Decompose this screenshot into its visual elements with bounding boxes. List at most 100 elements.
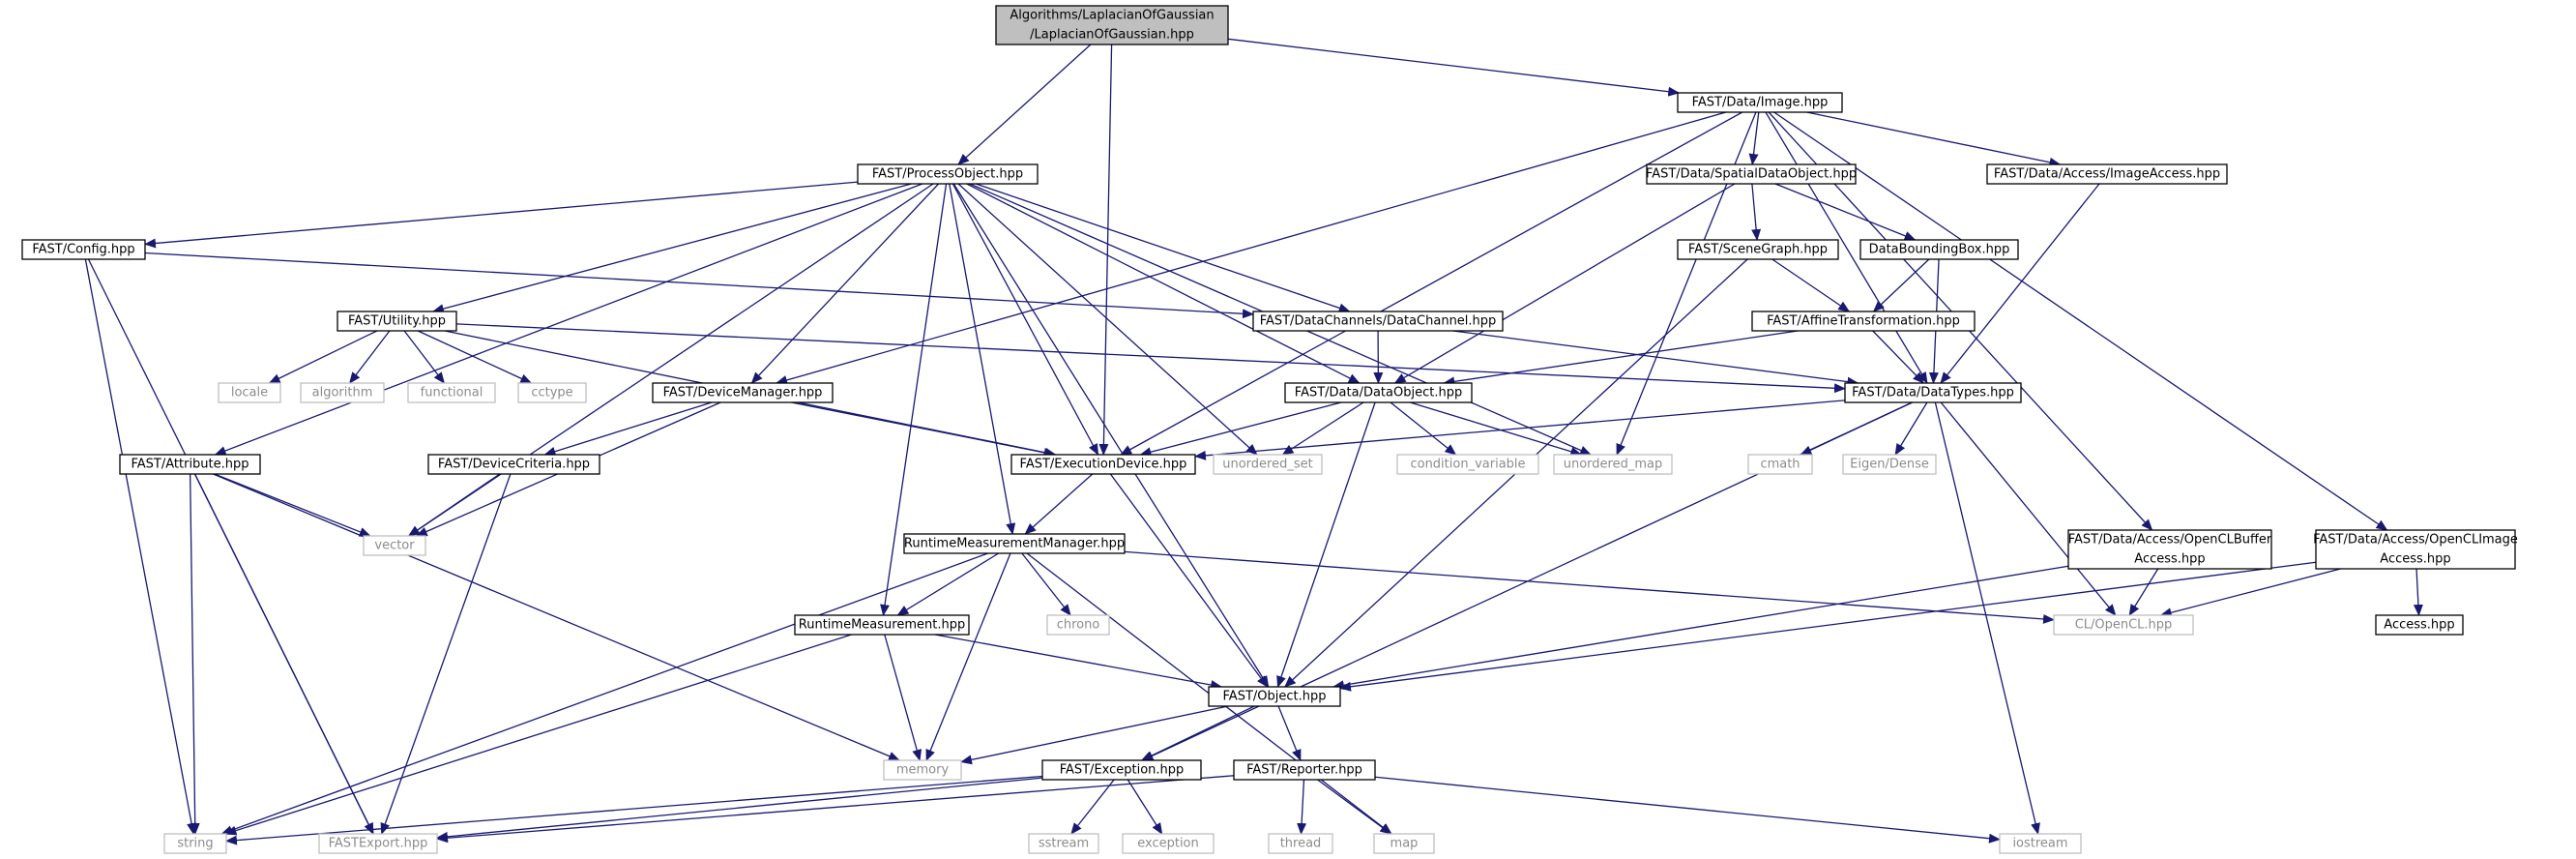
node-root[interactable]: Algorithms/LaplacianOfGaussian/Laplacian… xyxy=(995,5,1229,45)
edge-processobject-to-unordered_set xyxy=(957,183,1258,456)
node-locale: locale xyxy=(218,382,281,403)
node-box-thread xyxy=(1268,833,1333,854)
edge-processobject-to-devicemanager xyxy=(750,183,940,384)
edge-processobject-to-object xyxy=(952,183,1270,688)
node-box-vector xyxy=(363,535,426,556)
node-databoundingbox[interactable]: DataBoundingBox.hpp xyxy=(1859,239,2019,260)
node-unordered_map: unordered_map xyxy=(1553,454,1673,475)
node-access[interactable]: Access.hpp xyxy=(2375,614,2464,636)
node-box-attribute xyxy=(119,454,261,475)
edge-exception-to-string xyxy=(225,775,1043,845)
node-object[interactable]: FAST/Object.hpp xyxy=(1208,686,1341,707)
node-processobject[interactable]: FAST/ProcessObject.hpp xyxy=(857,163,1039,185)
edge-image-to-unordered_map xyxy=(1616,111,1757,456)
node-exception[interactable]: FAST/Exception.hpp xyxy=(1041,759,1202,781)
node-label-openclbuffer-line-1: FAST/Data/Access/OpenCLBuffer xyxy=(2068,533,2272,548)
node-box-executiondevice xyxy=(1010,454,1196,475)
edge-processobject-to-utility xyxy=(432,183,912,313)
edge-datatypes-to-executiondevice xyxy=(1194,400,1846,460)
node-spatialdataobject[interactable]: FAST/Data/SpatialDataObject.hpp xyxy=(1646,163,1857,185)
node-label-runtimemeasurement: RuntimeMeasurement.hpp xyxy=(799,618,965,633)
node-box-runtimemanager xyxy=(903,533,1126,554)
edge-imageaccess-to-datatypes xyxy=(1940,183,2100,384)
node-devicecriteria[interactable]: FAST/DeviceCriteria.hpp xyxy=(427,454,600,475)
edge-runtimemeasurement-to-string xyxy=(224,634,852,836)
node-datatypes[interactable]: FAST/Data/DataTypes.hpp xyxy=(1844,382,2022,403)
node-box-cmath xyxy=(1747,454,1813,475)
node-label-memory: memory xyxy=(896,763,950,778)
node-box-map xyxy=(1373,833,1435,854)
edge-runtimemanager-to-runtimemeasurement xyxy=(896,552,1000,616)
node-datachannel[interactable]: FAST/DataChannels/DataChannel.hpp xyxy=(1252,311,1504,332)
edge-datatypes-to-iostream xyxy=(1934,401,2040,835)
edge-root-to-image xyxy=(1227,38,1681,97)
edge-layer xyxy=(84,38,2423,845)
edge-openclbuffer-to-opencl xyxy=(2128,568,2159,616)
node-label-string: string xyxy=(177,837,213,851)
node-runtimemeasurement[interactable]: RuntimeMeasurement.hpp xyxy=(794,614,970,636)
edge-devicecriteria-to-fastexport xyxy=(380,473,512,835)
node-box-unordered_set xyxy=(1213,454,1323,475)
edge-executiondevice-to-runtimemanager xyxy=(1024,473,1094,535)
node-reporter[interactable]: FAST/Reporter.hpp xyxy=(1233,759,1376,781)
node-box-devicemanager xyxy=(652,382,834,403)
edge-object-to-exception xyxy=(1140,705,1255,761)
node-label-root-line-1: Algorithms/LaplacianOfGaussian xyxy=(1010,9,1214,23)
node-algorithm: algorithm xyxy=(300,382,385,403)
node-affine[interactable]: FAST/AffineTransformation.hpp xyxy=(1751,311,1976,332)
node-cmath: cmath xyxy=(1747,454,1813,475)
node-config[interactable]: FAST/Config.hpp xyxy=(21,239,146,260)
node-box-reporter xyxy=(1233,759,1376,781)
node-label-devicecriteria: FAST/DeviceCriteria.hpp xyxy=(438,458,590,472)
node-devicemanager[interactable]: FAST/DeviceManager.hpp xyxy=(652,382,834,403)
node-memory: memory xyxy=(883,759,962,781)
node-eigen: Eigen/Dense xyxy=(1842,454,1937,475)
node-opencl: CL/OpenCL.hpp xyxy=(2053,614,2194,636)
edge-root-to-processobject xyxy=(957,44,1092,165)
node-sstream: sstream xyxy=(1028,833,1099,854)
edge-exception-to-exception_std xyxy=(1127,779,1163,835)
node-utility[interactable]: FAST/Utility.hpp xyxy=(337,311,457,332)
node-dataobject[interactable]: FAST/Data/DataObject.hpp xyxy=(1284,382,1473,403)
node-label-iostream: iostream xyxy=(2012,837,2067,851)
node-box-databoundingbox xyxy=(1859,239,2019,260)
edge-dataobject-to-object xyxy=(1276,401,1376,688)
edge-runtimemanager-to-chrono xyxy=(1021,552,1071,616)
node-box-affine xyxy=(1751,311,1976,332)
edge-devicemanager-to-executiondevice xyxy=(791,401,1056,458)
node-box-image xyxy=(1677,92,1843,113)
node-box-sstream xyxy=(1028,833,1099,854)
edge-databoundingbox-to-affine xyxy=(1872,258,1930,312)
edge-executiondevice-to-object xyxy=(1109,473,1269,688)
edge-spatialdataobject-to-databoundingbox xyxy=(1774,183,1917,241)
node-label-utility: FAST/Utility.hpp xyxy=(348,314,446,329)
node-box-access xyxy=(2375,614,2464,636)
edge-processobject-to-attribute xyxy=(214,183,923,456)
node-label-fastexport: FASTExport.hpp xyxy=(329,837,428,851)
edge-processobject-to-vector xyxy=(408,183,934,537)
node-label-runtimemanager: RuntimeMeasurementManager.hpp xyxy=(904,537,1125,551)
node-iostream: iostream xyxy=(1999,833,2082,854)
node-attribute[interactable]: FAST/Attribute.hpp xyxy=(119,454,261,475)
edge-dataobject-to-unordered_map xyxy=(1410,401,1583,457)
edge-dataobject-to-condition_variable xyxy=(1390,401,1457,456)
node-image[interactable]: FAST/Data/Image.hpp xyxy=(1677,92,1843,113)
node-box-functional xyxy=(407,382,496,403)
node-cctype: cctype xyxy=(517,382,587,403)
node-label-dataobject: FAST/Data/DataObject.hpp xyxy=(1295,386,1462,400)
node-box-string xyxy=(163,833,227,854)
node-label-cmath: cmath xyxy=(1760,458,1800,472)
node-box-unordered_map xyxy=(1553,454,1673,475)
node-label-sstream: sstream xyxy=(1039,837,1089,851)
node-box-fastexport xyxy=(318,833,438,854)
node-fastexport: FASTExport.hpp xyxy=(318,833,438,854)
node-runtimemanager[interactable]: RuntimeMeasurementManager.hpp xyxy=(903,533,1126,554)
edge-runtimemanager-to-opencl xyxy=(1124,550,2055,624)
node-imageaccess[interactable]: FAST/Data/Access/ImageAccess.hpp xyxy=(1986,163,2228,185)
node-scenegraph[interactable]: FAST/SceneGraph.hpp xyxy=(1677,239,1839,260)
node-box-datatypes xyxy=(1844,382,2022,403)
node-box-devicecriteria xyxy=(427,454,600,475)
node-executiondevice[interactable]: FAST/ExecutionDevice.hpp xyxy=(1010,454,1196,475)
